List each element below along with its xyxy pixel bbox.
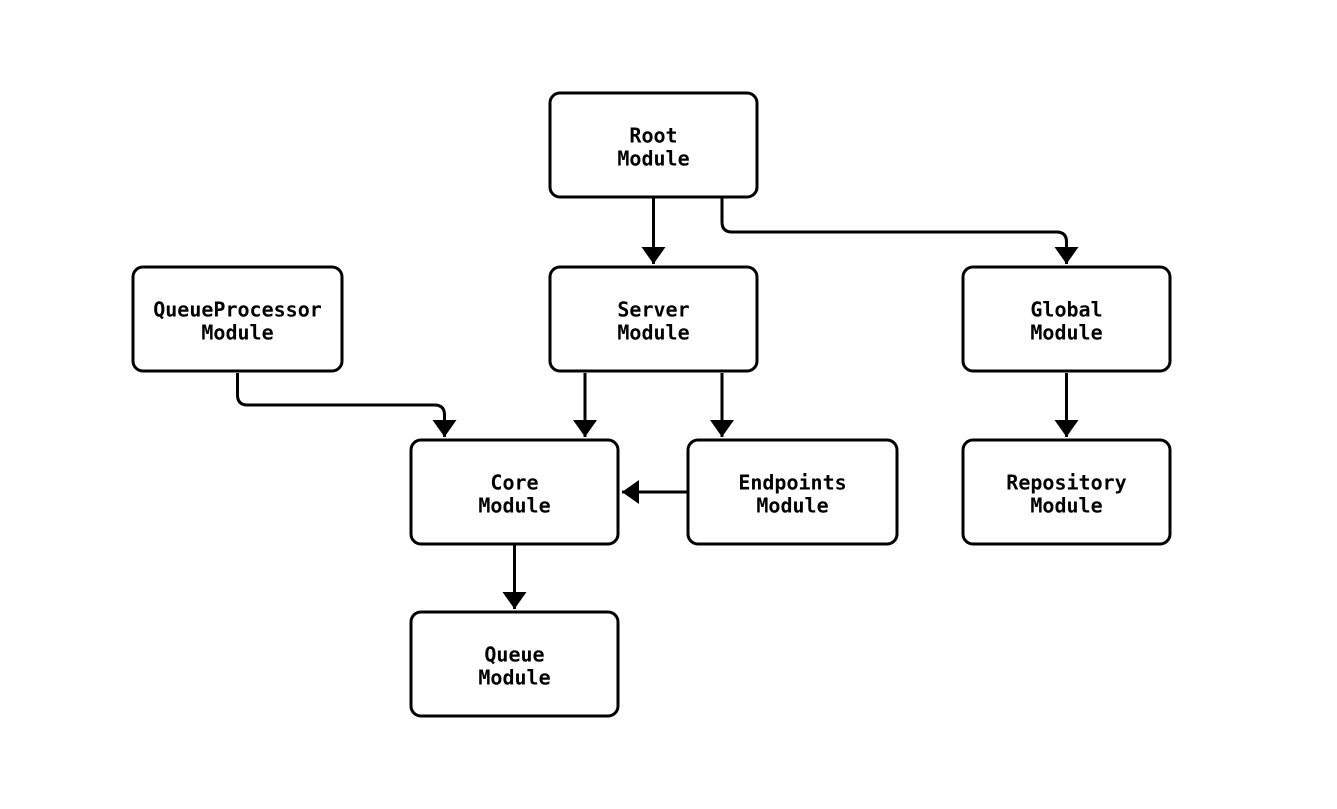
node-queueprocessor-module-box	[131, 265, 344, 373]
edge-root-module-to-global-module	[720, 198, 1079, 264]
edge-queueprocessor-module-to-core-module	[236, 373, 457, 437]
node-repository-module-box	[961, 438, 1172, 546]
node-queue-module-box	[409, 610, 620, 718]
node-root-module-box	[548, 91, 759, 199]
node-core-module-box	[409, 438, 620, 546]
node-global-module-box	[961, 265, 1172, 373]
node-server-module-box	[548, 265, 759, 373]
node-endpoints-module-box	[686, 438, 899, 546]
